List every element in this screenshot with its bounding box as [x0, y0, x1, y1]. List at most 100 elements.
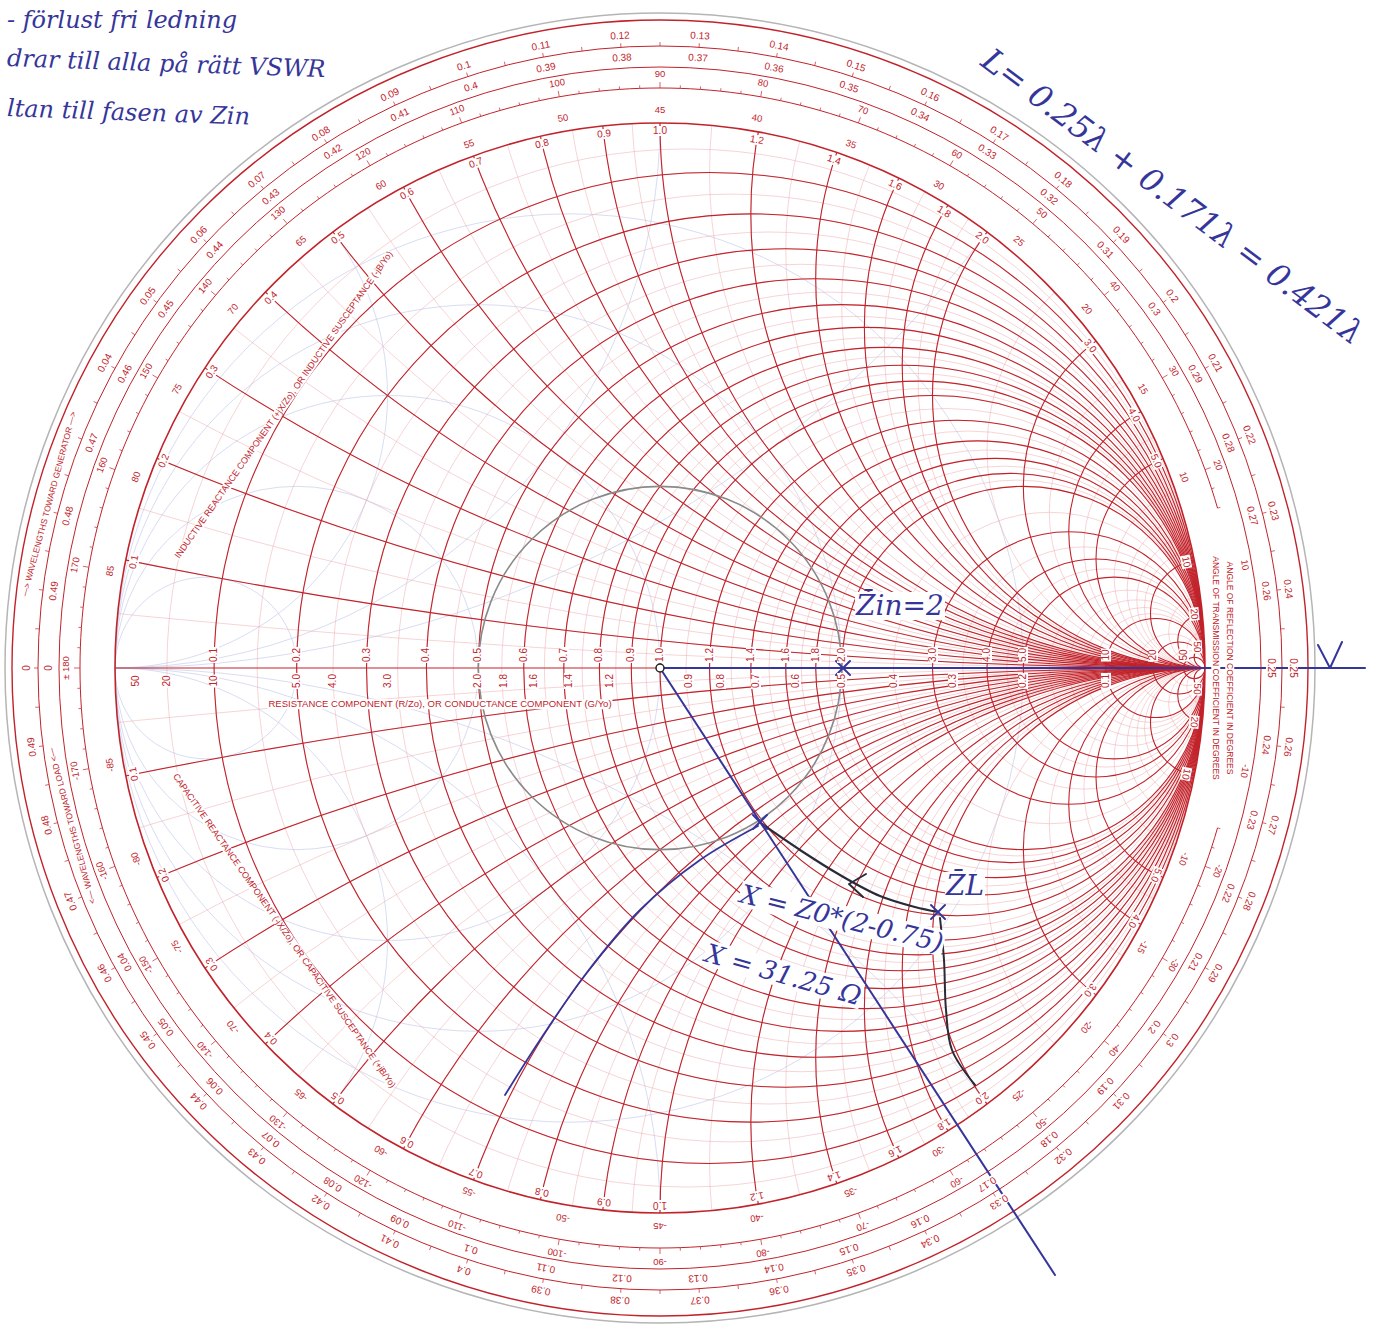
reactance-value: 0.6	[398, 186, 417, 202]
angle-value: -25	[1010, 1087, 1028, 1104]
angle-tick	[1117, 309, 1119, 311]
wavelength-value: 0.04	[115, 951, 134, 975]
wavelength-value: 0.31	[1110, 1090, 1132, 1112]
wavelength-value: 0.19	[1110, 223, 1132, 245]
wavelength-tick	[660, 42, 661, 46]
reactance-arc	[115, 668, 1374, 1325]
angle-value: 85	[105, 564, 117, 578]
wavelength-tick	[737, 1285, 739, 1289]
wavelength-value: 0.36	[763, 61, 786, 75]
reactance-value: 0.7	[467, 1165, 485, 1180]
resistance-value: 1.2	[705, 647, 715, 663]
angle-tick	[1172, 940, 1175, 941]
wavelength-tick	[1238, 897, 1242, 898]
angle-value: -50	[555, 1211, 572, 1223]
angle-tick	[1212, 487, 1215, 489]
wavelength-tick	[261, 186, 264, 189]
angle-tick	[1063, 249, 1065, 251]
angle-value: -140	[195, 1039, 216, 1061]
wavelength-value: 0.23	[1244, 808, 1259, 831]
reactance-arc	[524, 0, 1374, 668]
wavelength-value: 0.14	[767, 39, 790, 53]
wavelength-tick	[358, 1213, 360, 1217]
wavelength-tick	[65, 860, 69, 861]
angle-tick	[914, 144, 915, 147]
reactance-arc	[478, 668, 1374, 1325]
angle-value: 170	[69, 555, 81, 574]
angle-tick	[858, 1213, 860, 1219]
resistance-value: 20	[1148, 648, 1158, 661]
angle-tick	[839, 114, 841, 117]
handwritten-note: ltan till fasen av Zin	[6, 96, 252, 129]
handwritten-note: X = Z0*(2-0.75)	[737, 880, 947, 956]
conductance-value: 0.4	[889, 673, 899, 689]
wavelength-tick	[154, 1034, 157, 1036]
wavelength-value: 0.07	[245, 170, 268, 191]
angle-value: -20	[1211, 862, 1225, 880]
angle-tick	[442, 127, 443, 130]
angle-tick	[351, 174, 353, 177]
wavelength-value: 0.24	[1282, 577, 1295, 600]
angle-value: -80	[128, 850, 142, 868]
angle-tick	[119, 450, 122, 451]
wavelength-value: 0.32	[1038, 187, 1061, 208]
wavelength-tick	[1252, 475, 1256, 476]
angle-tick	[1162, 375, 1167, 378]
reactance-arc	[751, 0, 1374, 668]
angle-tick	[153, 958, 158, 961]
reactance-arc	[1084, 668, 1326, 910]
reactance-value: 4.0	[1126, 406, 1142, 425]
wavelength-tick	[78, 438, 82, 439]
wavelength-tick	[94, 933, 98, 935]
angle-tick	[367, 161, 370, 166]
angle-tick	[740, 1242, 741, 1245]
wavelength-tick	[178, 269, 181, 272]
wavelength-tick	[393, 1231, 395, 1235]
wavelength-tick	[660, 1290, 661, 1294]
angle-value: -45	[652, 1221, 668, 1231]
angle-tick	[1077, 263, 1079, 265]
wavelength-value: 0	[22, 664, 32, 672]
reactance-value: 0.8	[533, 1185, 551, 1198]
angle-tick	[83, 769, 89, 770]
angle-tick	[877, 1206, 878, 1209]
reactance-value: 0.8	[533, 137, 551, 150]
wavelength-tick	[1139, 1064, 1142, 1067]
angle-tick	[1063, 1085, 1065, 1087]
conductance-value: 4.0	[328, 673, 338, 689]
resistance-value: 0.5	[473, 647, 483, 663]
wavelength-tick	[1271, 784, 1275, 786]
angle-tick	[177, 342, 179, 344]
angle-tick	[1141, 992, 1143, 994]
resistance-value: 10	[1101, 648, 1111, 661]
wavelength-tick	[1086, 1121, 1089, 1124]
wavelength-value: 0.39	[534, 61, 557, 75]
reactance-arc	[786, 0, 1374, 668]
wavelength-tick	[1185, 1001, 1188, 1003]
angle-tick	[839, 1220, 841, 1223]
angle-tick	[538, 1235, 540, 1238]
resistance-value: 4.0	[982, 647, 992, 663]
angle-tick	[109, 866, 115, 868]
conductance-value: 0.5	[837, 673, 847, 689]
angle-value: -15	[1135, 938, 1151, 956]
angle-value: -60	[948, 1174, 966, 1190]
wavelength-value: 0.36	[767, 1283, 790, 1297]
wavelength-tick	[154, 300, 157, 302]
angle-tick	[896, 135, 897, 138]
wavelength-value: 0.25	[1266, 657, 1276, 678]
reactance-value: 1.8	[934, 204, 953, 221]
wavelength-tick	[1056, 186, 1059, 189]
angle-value: 20	[1212, 457, 1225, 472]
angle-tick	[1181, 412, 1184, 413]
wavelength-value: 0.17	[976, 1174, 999, 1194]
angle-tick	[1001, 1137, 1003, 1139]
reactance-arc	[0, 0, 1374, 668]
wavelength-tick	[393, 102, 395, 106]
angle-tick	[479, 114, 481, 117]
angle-tick	[270, 235, 272, 237]
resistance-value: 0.2	[292, 647, 302, 663]
wavelength-tick	[993, 139, 995, 142]
angle-value: -40	[1106, 1041, 1123, 1059]
angle-tick	[77, 647, 80, 648]
